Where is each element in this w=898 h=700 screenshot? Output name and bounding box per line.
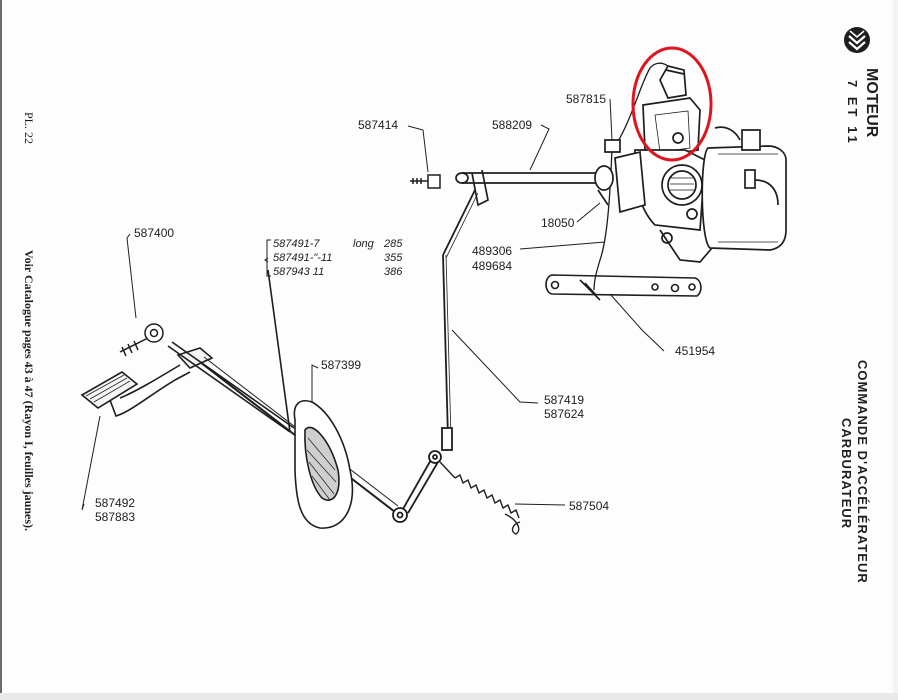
lever-plate[interactable]: [545, 274, 702, 301]
diagram-title-line2: CARBURATEUR: [839, 418, 854, 530]
part-label-587414: 587414: [358, 118, 398, 132]
return-spring[interactable]: [439, 461, 521, 535]
part-label-451954: 451954: [675, 344, 715, 358]
cable-ref: 587491-7: [273, 238, 320, 250]
part-label-587624: 587624: [544, 407, 584, 421]
cable-ref: 587491-"-11: [273, 252, 332, 264]
cable-length-table: 587491-7 long 285 587491-"-11 355 587943…: [273, 238, 403, 278]
bell-crank[interactable]: [392, 450, 442, 523]
cable-length: 355: [384, 252, 403, 264]
carburettor[interactable]: [594, 65, 787, 263]
plate-number: PL. 22: [22, 112, 36, 145]
part-label-587399: 587399: [321, 358, 361, 372]
part-label-587400: 587400: [134, 226, 174, 240]
throttle-cable[interactable]: [267, 269, 291, 433]
part-label-587815: 587815: [566, 92, 606, 106]
page-bottom-edge: [0, 693, 898, 700]
part-label-588209: 588209: [492, 118, 532, 132]
brand-logo: [844, 27, 870, 53]
part-label-489684: 489684: [472, 259, 512, 273]
part-label-587492: 587492: [95, 496, 135, 510]
highlight-circle: [631, 46, 713, 162]
page-right-edge: [893, 0, 898, 700]
cable-length: 386: [384, 266, 403, 278]
catalog-note: Voir Catalogue pages 43 à 47 (Rayon I, f…: [22, 250, 36, 532]
throttle-shaft[interactable]: [455, 169, 605, 207]
part-label-587504: 587504: [569, 499, 609, 513]
part-label-18050: 18050: [541, 216, 575, 230]
part-label-587883: 587883: [95, 510, 135, 524]
diagram-title-line1: COMMANDE D'ACCÉLÉRATEUR: [855, 360, 870, 584]
cable-word: long: [353, 238, 375, 250]
accelerator-rod[interactable]: [441, 189, 479, 451]
link-screw[interactable]: [410, 174, 441, 189]
section-title: MOTEUR: [863, 68, 880, 138]
stop-screw[interactable]: [119, 323, 164, 357]
bulkhead-grommet[interactable]: [293, 400, 354, 529]
leader-lines: [81, 98, 665, 511]
part-label-587419: 587419: [544, 393, 584, 407]
page-left-edge: [0, 0, 2, 700]
section-subtitle: 7 ET 11: [845, 80, 860, 146]
cable-length: 285: [383, 238, 403, 250]
cable-ref: 587943 11: [273, 266, 324, 278]
part-label-489306: 489306: [472, 244, 512, 258]
